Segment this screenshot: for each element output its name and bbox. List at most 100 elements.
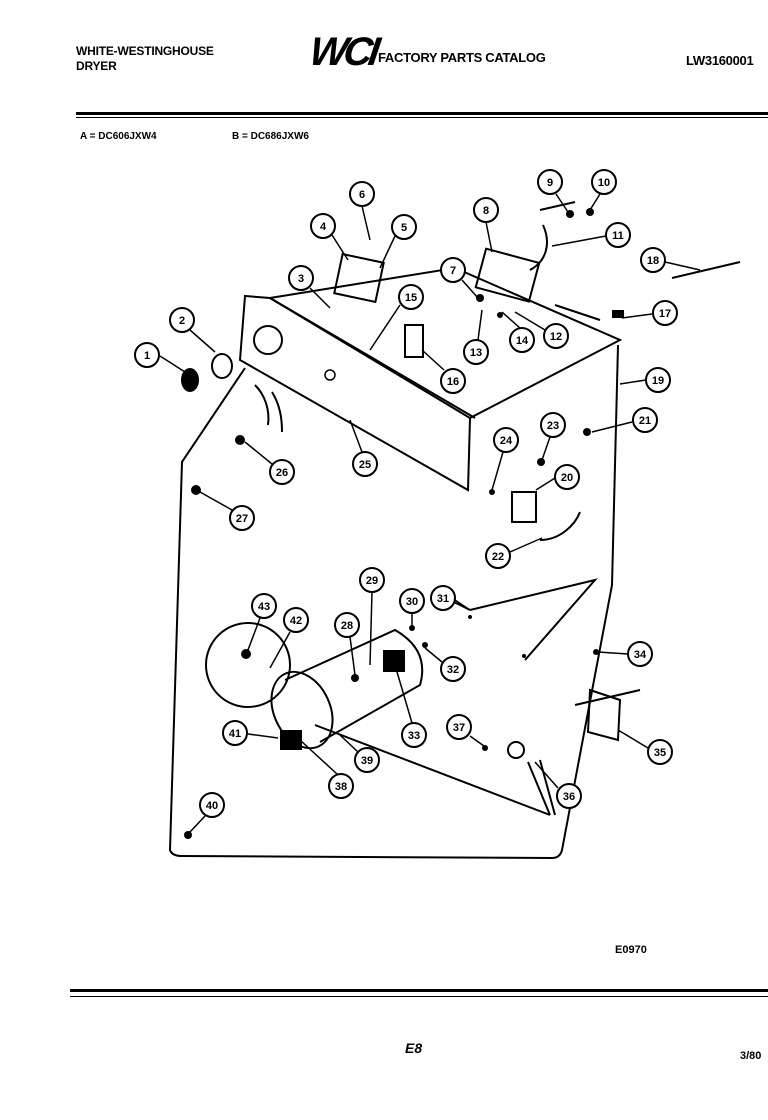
- callout-29: 29: [359, 567, 385, 666]
- callouts: 1 2 3 4 5 6 7 8 9 10 11 12 13 14 15 16 1…: [134, 169, 701, 833]
- callout-14: 14: [501, 311, 535, 353]
- callout-4-label: 4: [320, 221, 327, 233]
- callout-2: 2: [169, 307, 216, 353]
- callout-30-label: 30: [406, 596, 418, 608]
- callout-22-label: 22: [492, 551, 504, 563]
- header-rule-thin: [76, 117, 768, 118]
- callout-33-label: 33: [408, 730, 420, 742]
- callout-12: 12: [514, 311, 569, 349]
- header-rule: [76, 112, 768, 115]
- callout-21: 21: [591, 407, 658, 433]
- callout-18-label: 18: [647, 255, 659, 267]
- callout-17: 17: [621, 300, 678, 326]
- callout-25-label: 25: [359, 459, 371, 471]
- callout-13-label: 13: [470, 347, 482, 359]
- top-panel: [269, 266, 623, 419]
- callout-7-label: 7: [450, 265, 456, 277]
- callout-33: 33: [394, 664, 427, 748]
- callout-32: 32: [424, 647, 466, 682]
- control-panel: [238, 294, 472, 492]
- callout-42: 42: [269, 607, 309, 669]
- callout-26: 26: [244, 441, 295, 485]
- callout-29-label: 29: [366, 575, 378, 587]
- rear-bulkhead: [205, 622, 291, 708]
- callout-20: 20: [535, 464, 580, 491]
- callout-18: 18: [640, 247, 701, 273]
- callout-27-label: 27: [236, 513, 248, 525]
- callout-32-label: 32: [447, 664, 459, 676]
- callout-1: 1: [134, 342, 186, 373]
- callout-8-label: 8: [483, 205, 489, 217]
- callout-41-label: 41: [229, 728, 241, 740]
- callout-10-label: 10: [598, 177, 610, 189]
- brand-name: WHITE-WESTINGHOUSE: [76, 44, 214, 58]
- callout-10: 10: [589, 169, 617, 211]
- callout-37: 37: [446, 714, 485, 747]
- catalog-number: LW3160001: [686, 53, 754, 68]
- callout-19: 19: [619, 367, 671, 393]
- print-date: 3/80: [740, 1050, 762, 1062]
- callout-16: 16: [421, 349, 466, 394]
- model-a-label: A = DC606JXW4: [80, 131, 157, 142]
- callout-9-label: 9: [547, 177, 553, 189]
- callout-24: 24: [491, 427, 519, 491]
- callout-41: 41: [222, 720, 279, 746]
- callout-36-label: 36: [563, 791, 575, 803]
- callout-6: 6: [349, 181, 375, 241]
- callout-30: 30: [399, 588, 425, 625]
- callout-43: 43: [247, 593, 277, 651]
- callout-43-label: 43: [258, 601, 270, 613]
- callout-6-label: 6: [359, 189, 365, 201]
- callout-26-label: 26: [276, 467, 288, 479]
- callout-36: 36: [534, 761, 582, 809]
- callout-15-label: 15: [405, 292, 417, 304]
- callout-28: 28: [334, 612, 360, 676]
- callout-3: 3: [288, 265, 331, 309]
- cabinet-outline: [168, 344, 619, 860]
- callout-38: 38: [299, 739, 354, 799]
- callout-27: 27: [199, 491, 255, 531]
- model-b-label: B = DC686JXW6: [232, 131, 309, 142]
- callout-13: 13: [463, 309, 489, 365]
- callout-5: 5: [379, 214, 417, 269]
- callout-8: 8: [473, 197, 499, 253]
- footer-rule-thin: [70, 996, 768, 997]
- callout-35: 35: [617, 729, 673, 765]
- callout-1-label: 1: [144, 350, 150, 362]
- callout-14-label: 14: [516, 335, 529, 347]
- page-code: E8: [405, 1040, 423, 1056]
- product-type: DRYER: [76, 59, 117, 73]
- callout-24-label: 24: [500, 435, 513, 447]
- callout-28-label: 28: [341, 620, 353, 632]
- callout-42-label: 42: [290, 615, 302, 627]
- catalog-title: FACTORY PARTS CATALOG: [378, 50, 546, 65]
- callout-39-label: 39: [361, 755, 373, 767]
- callout-11-label: 11: [612, 230, 624, 242]
- footer-rule: [70, 989, 768, 992]
- callout-2-label: 2: [179, 315, 185, 327]
- callout-19-label: 19: [652, 375, 664, 387]
- callout-25: 25: [349, 419, 378, 477]
- figure-code: E0970: [615, 944, 647, 956]
- callout-5-label: 5: [401, 222, 407, 234]
- callout-16-label: 16: [447, 376, 459, 388]
- callout-11: 11: [551, 222, 631, 248]
- callout-20-label: 20: [561, 472, 573, 484]
- callout-9: 9: [537, 169, 569, 213]
- callout-38-label: 38: [335, 781, 347, 793]
- callout-22: 22: [485, 537, 543, 569]
- callout-23: 23: [540, 412, 566, 461]
- callout-17-label: 17: [659, 308, 671, 320]
- callout-34: 34: [597, 641, 653, 667]
- callout-39: 39: [339, 734, 380, 773]
- callout-31: 31: [430, 585, 471, 611]
- callout-7: 7: [440, 257, 479, 299]
- callout-4: 4: [310, 213, 349, 261]
- callout-37-label: 37: [453, 722, 465, 734]
- callout-40-label: 40: [206, 800, 218, 812]
- callout-15: 15: [369, 284, 424, 351]
- callout-40: 40: [189, 792, 225, 833]
- callout-34-label: 34: [634, 649, 647, 661]
- drum-body: [284, 628, 424, 743]
